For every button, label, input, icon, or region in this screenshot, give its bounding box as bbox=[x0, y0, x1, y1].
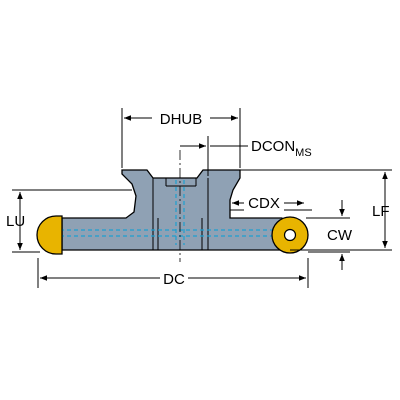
dcon-label: DCONMS bbox=[251, 138, 312, 159]
insert-screw bbox=[283, 228, 297, 242]
dhub-label: DHUB bbox=[160, 111, 203, 128]
left-insert bbox=[36, 215, 63, 255]
coolant-channels bbox=[60, 180, 280, 245]
dhub-label-bg bbox=[152, 108, 210, 128]
dc-label-bg bbox=[160, 270, 188, 288]
cdx-label: CDX bbox=[248, 195, 280, 212]
dc-label: DC bbox=[163, 271, 185, 288]
hub-details bbox=[152, 178, 209, 250]
cdx-label-bg bbox=[244, 194, 284, 212]
cw-label: CW bbox=[327, 227, 353, 244]
lf-label: LF bbox=[372, 203, 390, 220]
lu-label: LU bbox=[6, 213, 25, 230]
